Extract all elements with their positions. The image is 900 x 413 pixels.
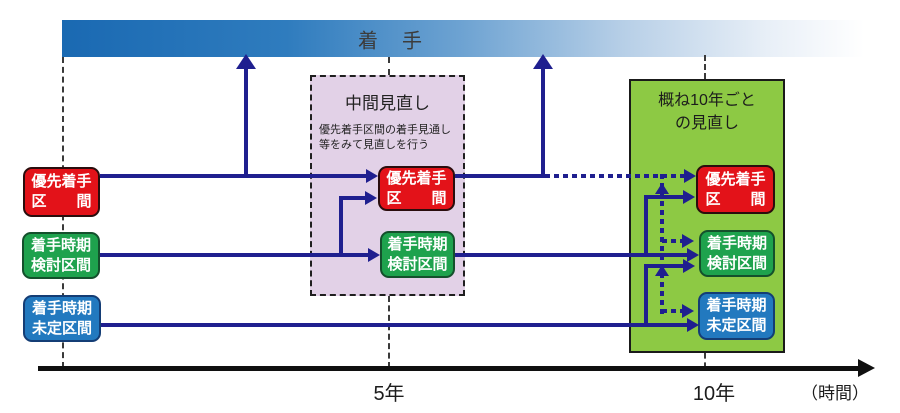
promotion-arrowhead-decade-considering	[683, 259, 695, 273]
considering-label-line1: 着手時期	[706, 234, 767, 252]
undecided-label-line1: 着手時期	[706, 297, 767, 314]
considering-section-box-left: 着手時期 検討区間	[22, 232, 100, 279]
guide-line-10y-bottom	[704, 353, 706, 368]
undecided-label-line1: 着手時期	[31, 299, 92, 317]
promotion-branch-shaft-decade-priority	[644, 195, 648, 257]
arrowhead-into-decade-considering	[687, 248, 699, 262]
time-axis-arrowhead	[858, 359, 875, 377]
priority-label-line2: 区 間	[705, 190, 766, 208]
priority-section-box-interim: 優先着手 区 間	[378, 166, 455, 211]
dotted-branch-line-considering	[662, 239, 682, 243]
priority-label-line2: 区 間	[31, 193, 92, 210]
up-arrow-shaft-first-commencement	[244, 68, 248, 178]
considering-section-box-interim: 着手時期 検討区間	[380, 231, 455, 278]
up-arrowhead-second-commencement	[533, 54, 553, 69]
priority-label-line1: 優先着手	[386, 169, 447, 187]
dotted-reassignment-shaft	[660, 174, 664, 315]
axis-unit-label: （時間）	[801, 384, 869, 403]
interim-review-note-line1: 優先着手区間の着手見通し	[319, 124, 451, 136]
decade-review-title: 概ね10年ごと の見直し	[631, 89, 783, 135]
undecided-section-box-decade: 着手時期 未定区間	[698, 292, 775, 340]
dotted-branch-line-undecided	[662, 309, 682, 313]
promotion-arrowhead-interim	[365, 191, 377, 205]
considering-flow-line-right	[455, 253, 687, 257]
tick-label-5y: 5年	[373, 383, 405, 405]
arrowhead-into-decade-undecided	[687, 318, 699, 332]
guide-line-5y-top	[388, 57, 390, 75]
considering-section-box-decade: 着手時期 検討区間	[699, 230, 775, 277]
considering-flow-line-left	[100, 253, 368, 257]
decade-review-title-line1: 概ね10年ごと	[658, 92, 756, 109]
arrowhead-into-interim-considering	[368, 248, 380, 262]
dotted-arrowhead-undecided	[682, 304, 694, 318]
undecided-flow-line	[101, 323, 687, 327]
up-arrow-shaft-second-commencement	[541, 68, 545, 178]
tick-label-10y: 10年	[692, 383, 736, 405]
undecided-section-box-left: 着手時期 未定区間	[23, 295, 101, 342]
guide-line-5y-bottom	[388, 296, 390, 368]
interim-review-title: 中間見直し	[345, 94, 430, 113]
guide-line-10y-top	[704, 55, 706, 79]
considering-label-line1: 着手時期	[387, 235, 448, 253]
commencement-label: 着 手	[358, 30, 424, 52]
priority-flow-line-mid	[455, 174, 545, 178]
dotted-arrowhead-priority	[684, 169, 696, 183]
undecided-label-line2: 未定区間	[706, 317, 767, 334]
priority-flow-line-left	[100, 174, 367, 178]
priority-section-box-left: 優先着手 区 間	[23, 167, 100, 217]
arrowhead-into-interim-priority	[366, 169, 378, 183]
dotted-priority-review-line	[545, 174, 685, 178]
undecided-label-line2: 未定区間	[31, 319, 92, 337]
dotted-up-arrowhead-to-priority	[655, 183, 669, 194]
priority-label-line1: 優先着手	[705, 170, 766, 188]
priority-label-line2: 区 間	[386, 189, 447, 207]
commencement-gradient-bar: 着 手	[62, 20, 864, 57]
interim-review-note-line2: 等をみて見直しを行う	[319, 139, 429, 151]
promotion-branch-shaft-interim	[339, 196, 343, 257]
considering-label-line2: 検討区間	[706, 254, 767, 272]
considering-label-line2: 検討区間	[30, 256, 91, 274]
considering-label-line1: 着手時期	[30, 236, 91, 254]
promotion-branch-shaft-decade-considering	[644, 264, 648, 327]
dotted-up-arrowhead-to-considering	[655, 265, 669, 276]
dotted-arrowhead-considering	[682, 234, 694, 248]
priority-label-line1: 優先着手	[31, 173, 92, 190]
priority-section-box-decade: 優先着手 区 間	[696, 165, 775, 214]
promotion-branch-line-interim	[339, 196, 365, 200]
up-arrowhead-first-commencement	[236, 54, 256, 69]
decade-review-title-line2: の見直し	[674, 115, 739, 132]
considering-label-line2: 検討区間	[387, 255, 448, 273]
interim-review-note: 優先着手区間の着手見通し 等をみて見直しを行う	[312, 123, 463, 153]
promotion-arrowhead-decade-priority	[683, 190, 695, 204]
time-axis	[38, 366, 860, 371]
